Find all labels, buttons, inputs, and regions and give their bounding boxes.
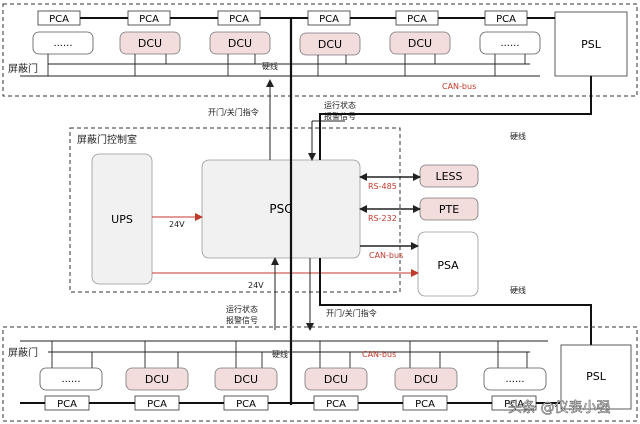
top-dcu-box	[389, 31, 451, 55]
top-unit-label: DCU	[138, 37, 162, 50]
bottom-unit-label: ......	[61, 374, 80, 385]
top-platform-zone	[2, 3, 638, 97]
status-bottom-label: 运行状态	[226, 304, 258, 314]
top-unit-label: ......	[500, 38, 519, 49]
bottom-unit-label: ......	[505, 374, 524, 385]
top-dcu-box	[119, 31, 181, 55]
control-room-label: 屏蔽门控制室	[77, 133, 137, 146]
top-unit-label: ......	[53, 38, 72, 49]
top-pca-row: PCA PCA PCA PCA PCA PCA	[37, 10, 528, 26]
top-pca-label: PCA	[319, 14, 339, 25]
less-label: LESS	[435, 170, 462, 183]
top-pca-label: PCA	[496, 14, 516, 25]
top-psl-psc-hardwire	[319, 76, 592, 160]
bottom-hardwire-label: 硬线	[272, 349, 288, 359]
bottom-can-label: CAN-bus	[362, 350, 396, 359]
top-platform-label: 屏蔽门	[8, 62, 38, 75]
bottom-pca-row: PCA PCA PCA PCA PCA PCA	[44, 395, 537, 411]
top-bus	[20, 54, 540, 77]
status-top-label: 运行状态	[324, 100, 356, 110]
top-pca-label: PCA	[49, 14, 69, 25]
top-can-label: CAN-bus	[442, 82, 476, 91]
bottom-dcu-box	[394, 367, 458, 391]
bottom-platform-zone	[2, 326, 638, 422]
control-room-zone	[69, 127, 401, 293]
psa-box	[417, 231, 479, 297]
open-close-bottom-label: 开门/关门指令	[326, 308, 377, 318]
bottom-dcu-box	[304, 367, 368, 391]
psa-can-label: CAN-bus	[369, 251, 403, 260]
bottom-pca-label: PCA	[326, 399, 346, 410]
top-unit-label: DCU	[228, 37, 252, 50]
top-psl-box	[554, 11, 628, 77]
top-unit-label: DCU	[408, 37, 432, 50]
top-pca-label: PCA	[229, 14, 249, 25]
ups-label: UPS	[111, 213, 133, 226]
bottom-unit-label: DCU	[324, 373, 348, 386]
alarm-bottom-label: 报警信号	[226, 315, 258, 325]
ups-psa-24v-label: 24V	[248, 281, 264, 290]
bottom-psl-box	[560, 344, 632, 410]
bottom-pca-label: PCA	[236, 399, 256, 410]
watermark: 头条 @仪表小强	[508, 399, 610, 416]
top-dcu-box	[299, 32, 361, 56]
bottom-unit-box	[39, 367, 103, 391]
bottom-psl-hardwire-label: 硬线	[510, 285, 526, 295]
bottom-pca-label: PCA	[57, 399, 77, 410]
top-pca-label: PCA	[407, 14, 427, 25]
bottom-dcu-box	[214, 367, 278, 391]
bottom-unit-label: DCU	[145, 373, 169, 386]
bottom-unit-label: DCU	[414, 373, 438, 386]
bottom-bus	[20, 340, 548, 368]
top-hardwire-label: 硬线	[262, 61, 278, 71]
psa-label: PSA	[437, 259, 459, 272]
open-close-top-label: 开门/关门指令	[208, 107, 259, 117]
pte-label: PTE	[439, 203, 459, 216]
bottom-unit-box	[483, 367, 547, 391]
bottom-pca-label: PCA	[147, 399, 167, 410]
psc-label: PSC	[269, 202, 292, 216]
bottom-dcu-box	[125, 367, 189, 391]
top-pca-label: PCA	[139, 14, 159, 25]
rs485-label: RS-485	[368, 182, 397, 191]
top-unit-label: DCU	[318, 38, 342, 51]
rs232-label: RS-232	[368, 214, 397, 223]
top-unit-box	[479, 31, 541, 55]
top-dcu-box	[209, 31, 271, 55]
bottom-platform-label: 屏蔽门	[8, 346, 38, 359]
top-psl-label: PSL	[581, 38, 602, 51]
top-psl-hardwire-label: 硬线	[510, 131, 526, 141]
ups-box	[91, 153, 153, 285]
bottom-pca-label: PCA	[504, 399, 524, 410]
top-unit-row: ...... DCU DCU DCU DCU ......	[32, 31, 541, 56]
alarm-top-label: 报警信号	[324, 111, 356, 121]
bottom-psl-label: PSL	[586, 370, 607, 383]
bottom-unit-row: ...... DCU DCU DCU DCU ......	[39, 367, 547, 391]
bottom-psl-psc-hardwire	[319, 258, 592, 345]
top-unit-box	[32, 31, 94, 55]
bottom-pca-label: PCA	[415, 399, 435, 410]
ups-psc-24v-label: 24V	[169, 220, 185, 229]
bottom-unit-label: DCU	[234, 373, 258, 386]
